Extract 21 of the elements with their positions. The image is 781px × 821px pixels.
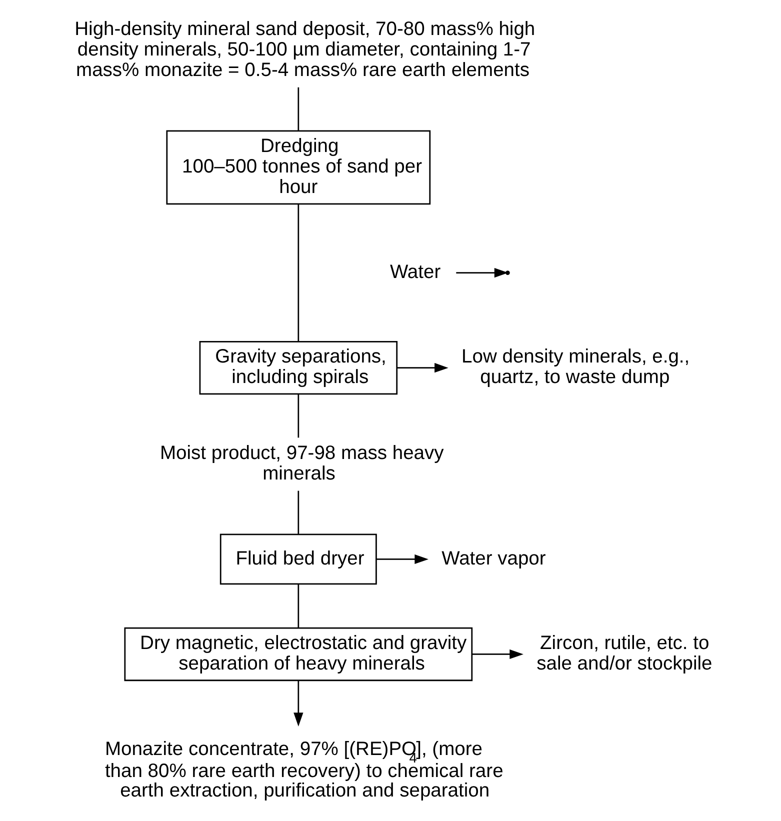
node-text: Monazite concentrate, 97% [(RE)PO$_{4}$], (more than 80% rare earth recovery) to chemical rare earth extraction, purification and separation (104, 739, 503, 802)
node-text: Zircon, rutile, etc. to sale and/or stockpile (536, 632, 712, 675)
arrow (456, 268, 508, 278)
arrow (396, 363, 448, 373)
node-text: High-density mineral sand deposit, 70-80 mass% high density minerals, 50-100 µm diameter, containing 1-7 mass% monazite = 0.5-4 mass% rare earth elements (74, 18, 535, 82)
node-text: Low density minerals, e.g., quartz, to waste dump (461, 346, 690, 388)
node-box: Dry magnetic, electrostatic and gravity separation of heavy minerals (124, 627, 472, 682)
connector (297, 584, 299, 628)
connector (297, 87, 299, 131)
arrow (376, 554, 428, 564)
arrow (472, 649, 523, 660)
node-text: Moist product, 97-98 mass heavy minerals (160, 442, 444, 485)
node-text: Water (389, 262, 440, 283)
node-text: Water vapor (441, 548, 546, 570)
connector (297, 490, 299, 534)
node-box: Gravity separations, including spirals (198, 340, 398, 395)
arrow (293, 680, 303, 726)
connector (297, 394, 299, 438)
node-box: Dredging 100–500 tonnes of sand per hour (166, 130, 430, 205)
connector (297, 204, 299, 342)
node-box: Fluid bed dryer (219, 534, 376, 585)
